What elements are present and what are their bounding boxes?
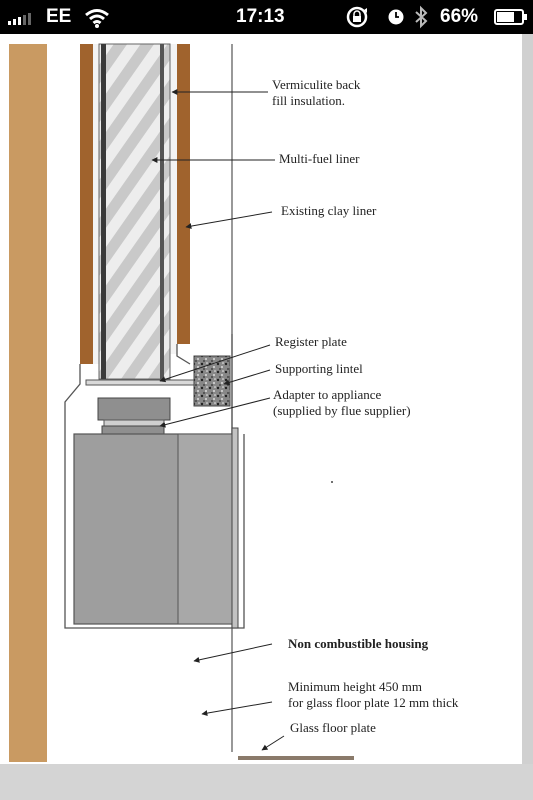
label-vermiculite-line1: Vermiculite back: [272, 77, 361, 92]
glass-floor-plate: [238, 756, 354, 760]
leader-min-height: [201, 701, 273, 717]
label-min-height-line2: for glass floor plate 12 mm thick: [288, 695, 459, 710]
vermiculite-fill-right: [170, 44, 177, 354]
page-bottom-margin: [0, 764, 533, 800]
label-vermiculite-line2: fill insulation.: [272, 93, 345, 108]
page-right-edge: [522, 34, 533, 764]
adapter-collar: [97, 397, 171, 421]
alarm-clock-icon: [387, 8, 405, 26]
wifi-icon: [84, 8, 110, 28]
label-non-combustible-housing: Non combustible housing: [288, 636, 429, 651]
bluetooth-icon: [414, 5, 428, 29]
flue-installation-diagram: Vermiculite back fill insulation. Multi-…: [0, 34, 533, 800]
leader-housing: [193, 643, 273, 663]
clay-liner-left: [80, 44, 93, 364]
clay-liner-right: [177, 44, 190, 344]
leader-register-plate: [159, 344, 271, 383]
label-register-plate: Register plate: [275, 334, 347, 349]
signal-bars-icon: [8, 12, 34, 25]
leader-supporting-lintel: [223, 369, 271, 386]
battery-percent: 66%: [440, 6, 479, 27]
leader-adapter: [159, 397, 271, 428]
status-bar: EE 17:13 66%: [0, 0, 533, 34]
stray-mark: [331, 481, 333, 483]
battery-icon: [494, 9, 528, 25]
label-supporting-lintel: Supporting lintel: [275, 361, 363, 376]
appliance-door: [177, 433, 233, 625]
label-glass-floor-plate: Glass floor plate: [290, 720, 376, 735]
label-multi-fuel-liner: Multi-fuel liner: [279, 151, 360, 166]
liner-wall-left: [101, 44, 106, 379]
left-wall: [9, 44, 47, 762]
document-viewer[interactable]: Vermiculite back fill insulation. Multi-…: [0, 34, 533, 800]
label-min-height-line1: Minimum height 450 mm: [288, 679, 422, 694]
liner-wall-right: [160, 44, 164, 379]
label-adapter-line1: Adapter to appliance: [273, 387, 382, 402]
multi-fuel-liner: [98, 43, 171, 380]
rotation-lock-icon: [346, 6, 370, 28]
label-adapter-line2: (supplied by flue supplier): [273, 403, 411, 418]
leader-glass-floor-plate: [261, 735, 285, 751]
page: [0, 34, 522, 764]
clock-time: 17:13: [236, 6, 285, 27]
leader-clay-liner: [185, 211, 273, 230]
register-plate: [85, 379, 195, 386]
vermiculite-fill-left: [93, 44, 99, 364]
carrier-name: EE: [46, 6, 72, 27]
housing-outline: [64, 334, 245, 629]
label-existing-clay-liner: Existing clay liner: [281, 203, 377, 218]
appliance-front-plate: [231, 427, 239, 629]
adapter-ring: [103, 419, 165, 427]
